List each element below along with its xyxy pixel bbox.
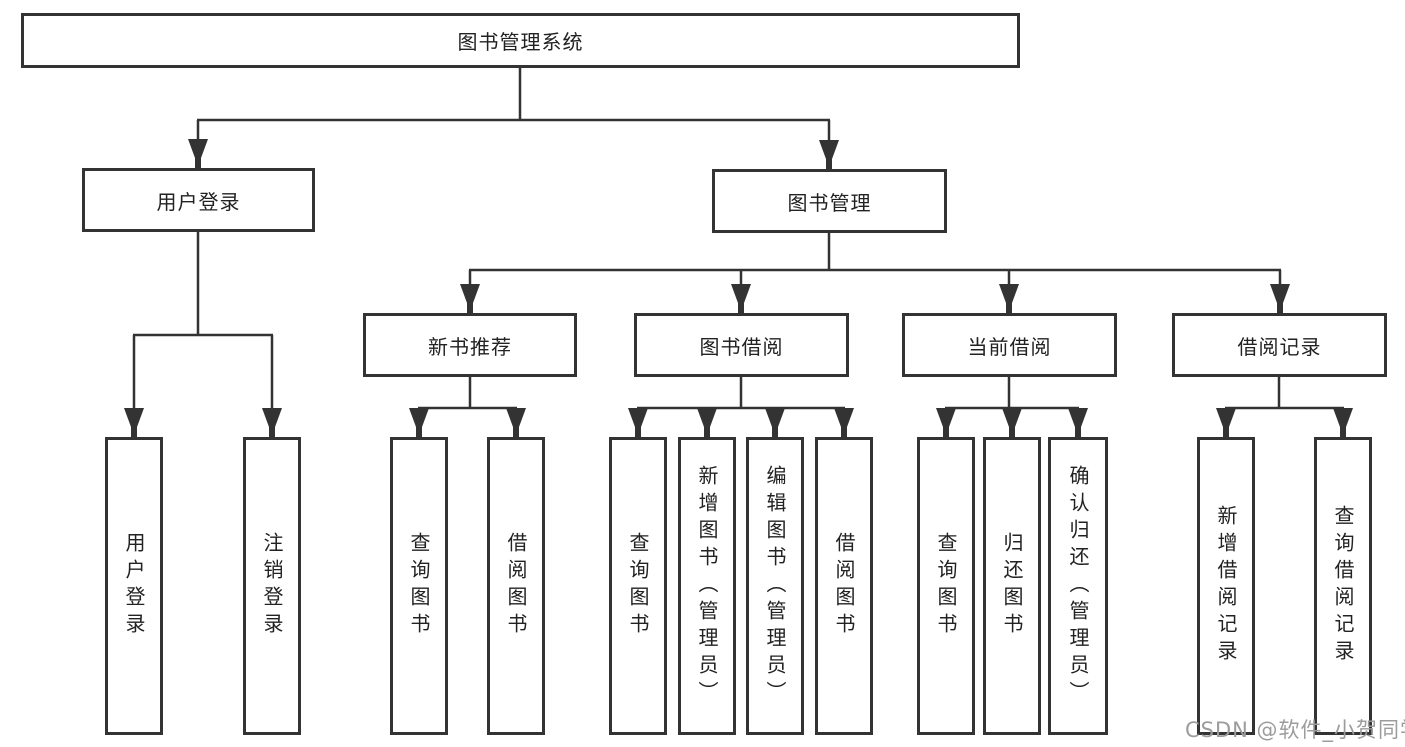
leaf-recommend-borrow-books: 借阅图书 xyxy=(487,437,545,735)
leaf-borrow-borrow-books-label: 借阅图书 xyxy=(832,532,856,640)
leaf-user-login-label: 用户登录 xyxy=(122,532,146,640)
node-book-management: 图书管理 xyxy=(712,169,947,233)
leaf-current-query-books: 查询图书 xyxy=(917,437,975,735)
node-root: 图书管理系统 xyxy=(21,13,1020,68)
node-user-login: 用户登录 xyxy=(82,168,315,232)
node-book-management-label: 图书管理 xyxy=(787,190,872,215)
arrowhead-icon xyxy=(1270,284,1290,313)
leaf-records-add-record: 新增借阅记录 xyxy=(1197,437,1255,735)
arrowhead-icon xyxy=(1216,408,1236,437)
arrowhead-icon xyxy=(262,408,282,437)
arrowhead-icon xyxy=(628,408,648,437)
leaf-borrow-query-books: 查询图书 xyxy=(609,437,667,735)
node-current-borrow: 当前借阅 xyxy=(902,313,1117,377)
leaf-current-query-books-label: 查询图书 xyxy=(934,532,958,640)
leaf-borrow-edit-books-label: 编辑图书（管理员） xyxy=(763,464,787,708)
leaf-borrow-add-books-label: 新增图书（管理员） xyxy=(695,464,719,708)
node-new-book-recommend-label: 新书推荐 xyxy=(428,334,512,359)
leaf-recommend-borrow-books-label: 借阅图书 xyxy=(504,532,528,640)
node-borrow-records: 借阅记录 xyxy=(1172,313,1387,377)
arrowhead-icon xyxy=(834,408,854,437)
node-user-login-label: 用户登录 xyxy=(156,189,241,214)
leaf-borrow-add-books: 新增图书（管理员） xyxy=(678,437,736,735)
arrowhead-icon xyxy=(124,408,144,437)
arrowhead-icon xyxy=(506,408,526,437)
leaf-logout: 注销登录 xyxy=(243,437,301,735)
arrowhead-group xyxy=(124,139,1353,437)
node-root-label: 图书管理系统 xyxy=(457,30,584,54)
arrowhead-icon xyxy=(188,139,208,168)
leaf-current-return-books-label: 归还图书 xyxy=(1000,532,1024,640)
leaf-logout-label: 注销登录 xyxy=(260,532,284,640)
arrowhead-icon xyxy=(697,408,717,437)
node-book-borrow-label: 图书借阅 xyxy=(699,334,784,359)
arrowhead-icon xyxy=(1333,408,1353,437)
leaf-recommend-query-books-label: 查询图书 xyxy=(407,532,431,640)
arrowhead-icon xyxy=(936,408,956,437)
leaf-current-confirm-return: 确认归还（管理员） xyxy=(1048,437,1108,735)
leaf-records-query-record: 查询借阅记录 xyxy=(1314,437,1372,735)
arrowhead-icon xyxy=(819,140,839,169)
arrowhead-icon xyxy=(999,284,1019,313)
arrowhead-icon xyxy=(765,408,785,437)
arrowhead-icon xyxy=(409,408,429,437)
node-current-borrow-label: 当前借阅 xyxy=(967,334,1052,359)
arrowhead-icon xyxy=(731,284,751,313)
tree-branch-lines xyxy=(132,67,1345,433)
arrowhead-icon xyxy=(1002,408,1022,437)
leaf-borrow-borrow-books: 借阅图书 xyxy=(815,437,873,735)
leaf-recommend-query-books: 查询图书 xyxy=(390,437,448,735)
leaf-records-add-record-label: 新增借阅记录 xyxy=(1214,505,1238,667)
leaf-records-query-record-label: 查询借阅记录 xyxy=(1331,505,1355,667)
arrowhead-icon xyxy=(460,284,480,313)
csdn-watermark: CSDN @软件_小贺同学 xyxy=(1185,718,1405,742)
leaf-borrow-edit-books: 编辑图书（管理员） xyxy=(746,437,804,735)
leaf-current-confirm-return-label: 确认归还（管理员） xyxy=(1066,464,1090,708)
leaf-user-login: 用户登录 xyxy=(105,437,163,735)
leaf-borrow-query-books-label: 查询图书 xyxy=(626,532,650,640)
node-borrow-records-label: 借阅记录 xyxy=(1237,334,1322,359)
node-book-borrow: 图书借阅 xyxy=(634,313,849,377)
node-new-book-recommend: 新书推荐 xyxy=(363,313,577,377)
arrowhead-icon xyxy=(1068,408,1088,437)
leaf-current-return-books: 归还图书 xyxy=(983,437,1041,735)
